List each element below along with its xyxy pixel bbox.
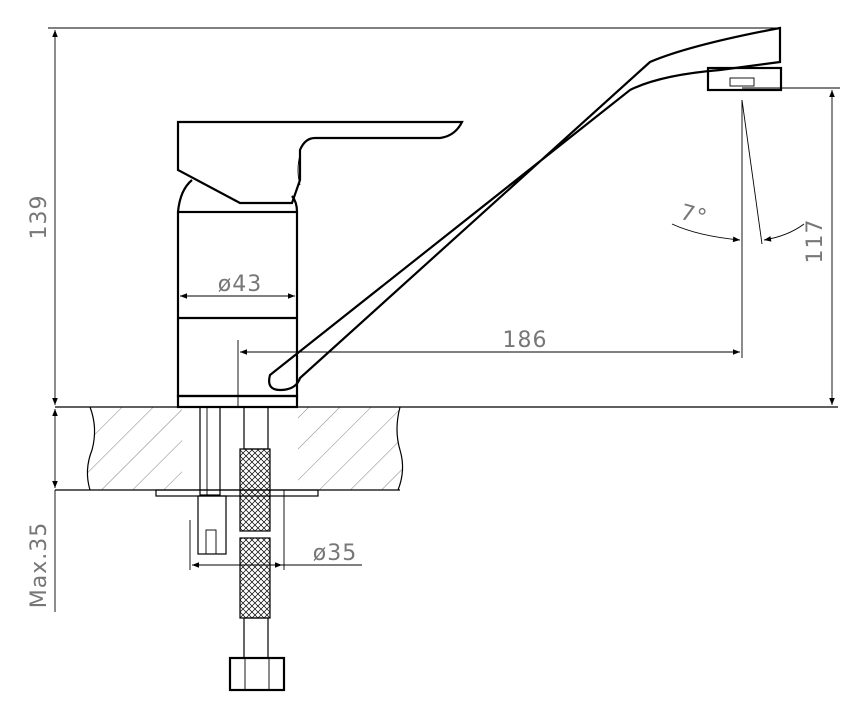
label-spout-height: 117 (803, 219, 828, 264)
label-body-diameter: ø43 (218, 272, 262, 297)
supply-hose (228, 406, 286, 692)
label-reach: 186 (503, 328, 548, 353)
mounting-hardware (155, 406, 319, 555)
handle-lever (176, 120, 464, 205)
dim-hole-diameter (189, 490, 362, 570)
faucet-body (176, 179, 299, 409)
dim-height-total (48, 27, 780, 405)
spout (268, 26, 783, 392)
dim-spout-angle (671, 99, 805, 245)
label-hole-diameter: ø35 (313, 541, 357, 566)
dim-spout-height (742, 87, 840, 405)
countertop (55, 406, 838, 491)
label-max-thickness: Max.35 (27, 522, 52, 608)
label-spout-angle: 7° (677, 200, 710, 231)
label-height-total: 139 (27, 195, 52, 240)
dim-reach (237, 100, 743, 407)
